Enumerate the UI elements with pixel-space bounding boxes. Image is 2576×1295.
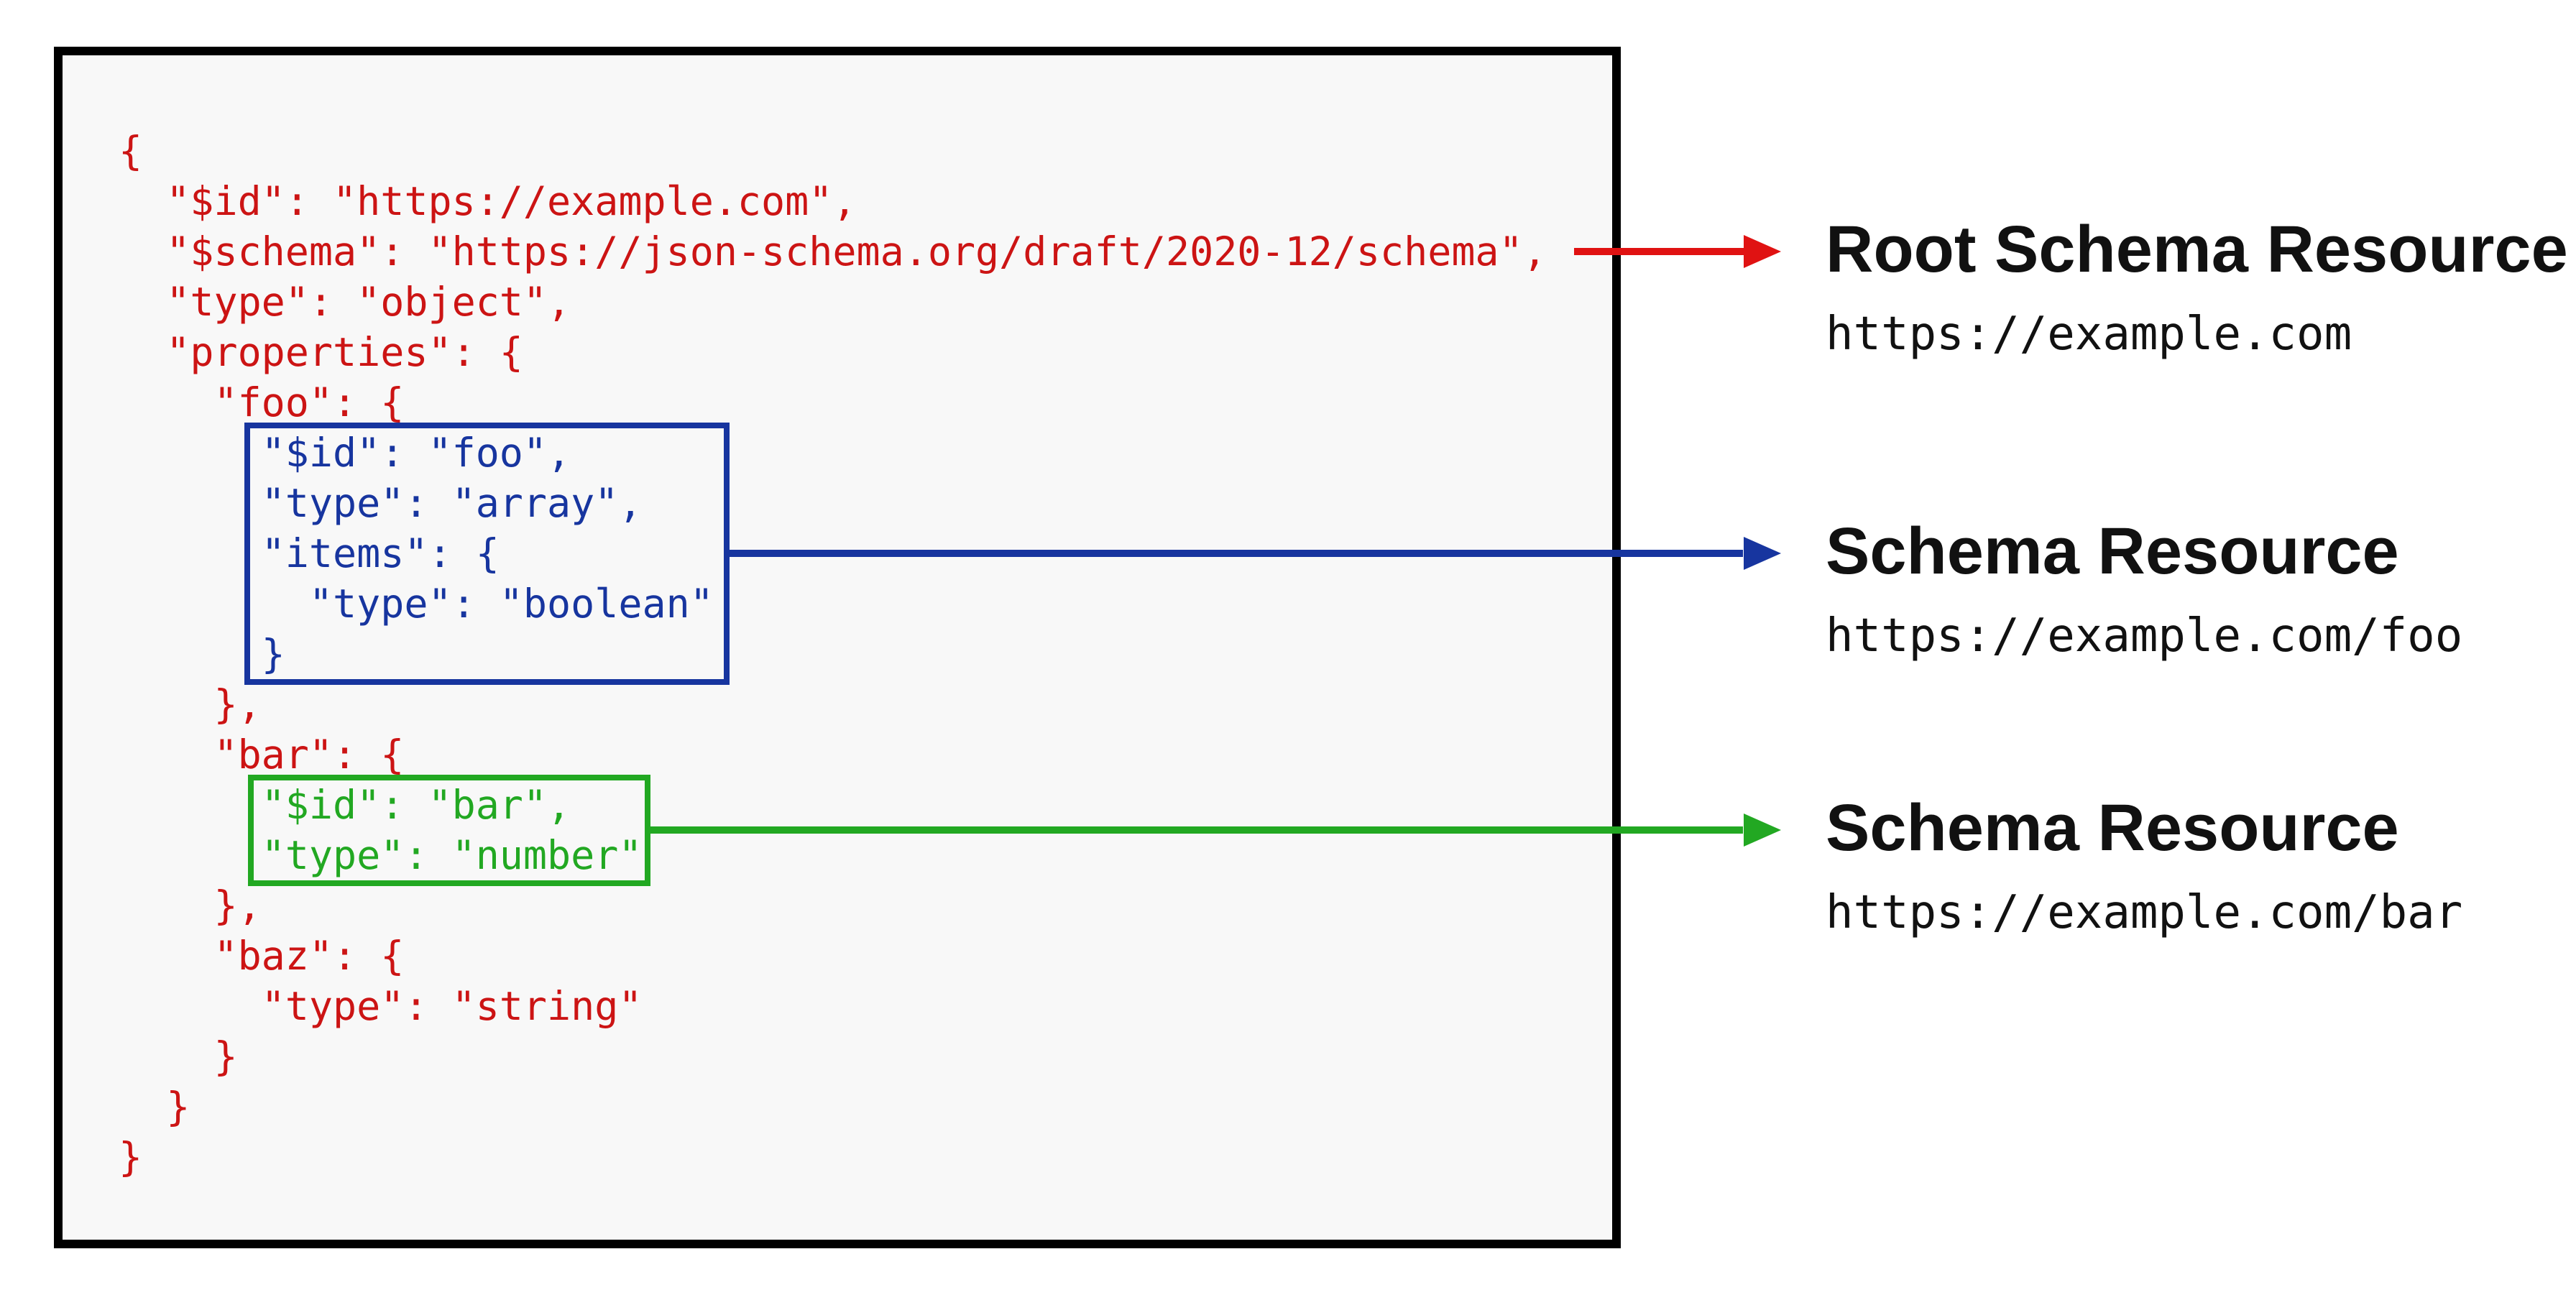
callout-foo-schema-resource: Schema Resource https://example.com/foo xyxy=(1826,517,2462,665)
code-line: "type": "object", xyxy=(119,279,571,325)
callout-title: Schema Resource xyxy=(1826,791,2399,865)
code-line: } xyxy=(119,1134,143,1180)
root-schema-arrowhead-icon xyxy=(1744,235,1781,268)
schema-code-panel: { "$id": "https://example.com", "$schema… xyxy=(54,47,1621,1248)
code-line: "bar": { xyxy=(119,732,405,778)
bar-schema-resource-box xyxy=(248,775,650,886)
bar-schema-connector-line xyxy=(650,826,1743,834)
code-line: "$id": "foo", xyxy=(119,430,571,476)
bar-schema-arrowhead-icon xyxy=(1744,814,1781,847)
callout-url: https://example.com/bar xyxy=(1826,886,2463,939)
code-line: } xyxy=(119,631,285,677)
code-line: "$schema": "https://json-schema.org/draf… xyxy=(119,229,1547,275)
callout-root-schema-resource: Root Schema Resource https://example.com xyxy=(1826,216,2568,363)
code-line: } xyxy=(119,1084,190,1130)
code-line: "baz": { xyxy=(119,933,405,979)
callout-title: Root Schema Resource xyxy=(1826,213,2568,286)
code-line: } xyxy=(119,1033,238,1079)
code-line: "type": "array", xyxy=(119,480,643,526)
code-line: "foo": { xyxy=(119,379,405,425)
schema-json-code: { "$id": "https://example.com", "$schema… xyxy=(119,126,1547,1182)
code-line: }, xyxy=(119,882,262,928)
root-schema-connector-line xyxy=(1574,248,1744,255)
code-line: "type": "string" xyxy=(119,983,643,1029)
foo-schema-resource-box xyxy=(244,423,730,685)
code-line: }, xyxy=(119,681,262,727)
callout-url: https://example.com xyxy=(1826,308,2352,361)
code-line: "$id": "https://example.com", xyxy=(119,178,857,224)
callout-url: https://example.com/foo xyxy=(1826,609,2463,663)
code-line: "items": { xyxy=(119,530,500,576)
code-line: "type": "boolean" xyxy=(119,581,714,627)
foo-schema-connector-line xyxy=(730,550,1743,557)
code-line: "properties": { xyxy=(119,329,523,375)
code-line: "$id": "bar", xyxy=(119,782,571,828)
callout-title: Schema Resource xyxy=(1826,515,2399,588)
callout-bar-schema-resource: Schema Resource https://example.com/bar xyxy=(1826,794,2462,941)
code-line: { xyxy=(119,128,143,174)
code-line: "type": "number" xyxy=(119,832,643,878)
foo-schema-arrowhead-icon xyxy=(1744,537,1781,570)
